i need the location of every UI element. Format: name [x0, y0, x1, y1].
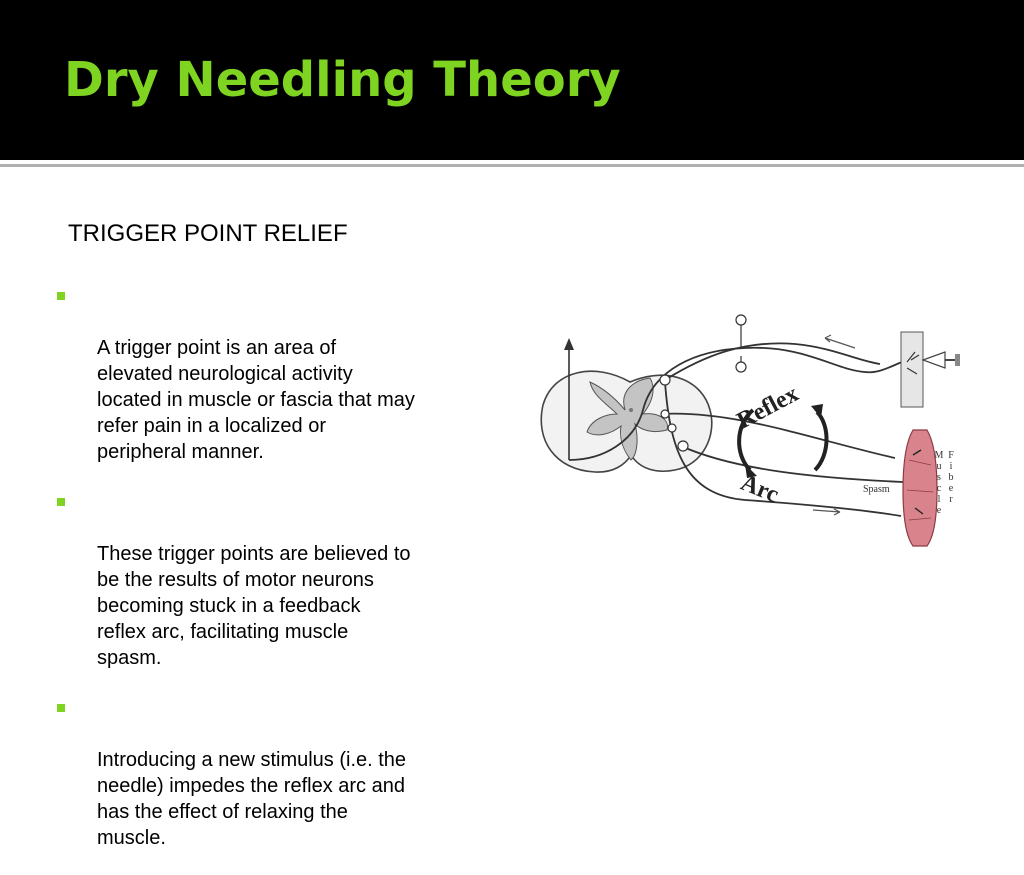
- bullet-item: A trigger point is an area of elevated n…: [55, 283, 505, 465]
- bullet-square-icon: [57, 292, 65, 300]
- title-bar: Dry Needling Theory: [0, 0, 1024, 160]
- title-divider: [0, 164, 1024, 167]
- bullet-text: A trigger point is an area of elevated n…: [97, 337, 415, 463]
- bullet-item: These trigger points are believed to be …: [55, 489, 505, 671]
- neural-pathways: [568, 342, 908, 517]
- spasm-label: Spasm: [863, 484, 890, 495]
- direction-arrows: [812, 334, 856, 516]
- reflex-arc-diagram: Reflex Arc Spasm Muscle Fiber: [540, 314, 960, 547]
- needle-stimulus-icon: [921, 351, 960, 369]
- slide-subtitle: TRIGGER POINT RELIEF: [68, 220, 348, 247]
- ascending-arrow: [564, 338, 574, 460]
- bullet-square-icon: [57, 704, 65, 712]
- fiber-vertical-label: Fiber: [946, 450, 957, 505]
- skin-receptor-icon: [900, 331, 924, 408]
- bullet-square-icon: [57, 498, 65, 506]
- bullet-item: Introducing a new stimulus (i.e. the nee…: [55, 695, 505, 851]
- muscle-fiber-icon: [902, 429, 938, 547]
- bullet-list: A trigger point is an area of elevated n…: [55, 283, 505, 875]
- bullet-text: These trigger points are believed to be …: [97, 543, 411, 669]
- slide-title: Dry Needling Theory: [64, 52, 621, 108]
- bullet-text: Introducing a new stimulus (i.e. the nee…: [97, 749, 407, 849]
- spinal-cord-icon: [540, 370, 713, 473]
- muscle-vertical-label: Muscle: [934, 450, 945, 516]
